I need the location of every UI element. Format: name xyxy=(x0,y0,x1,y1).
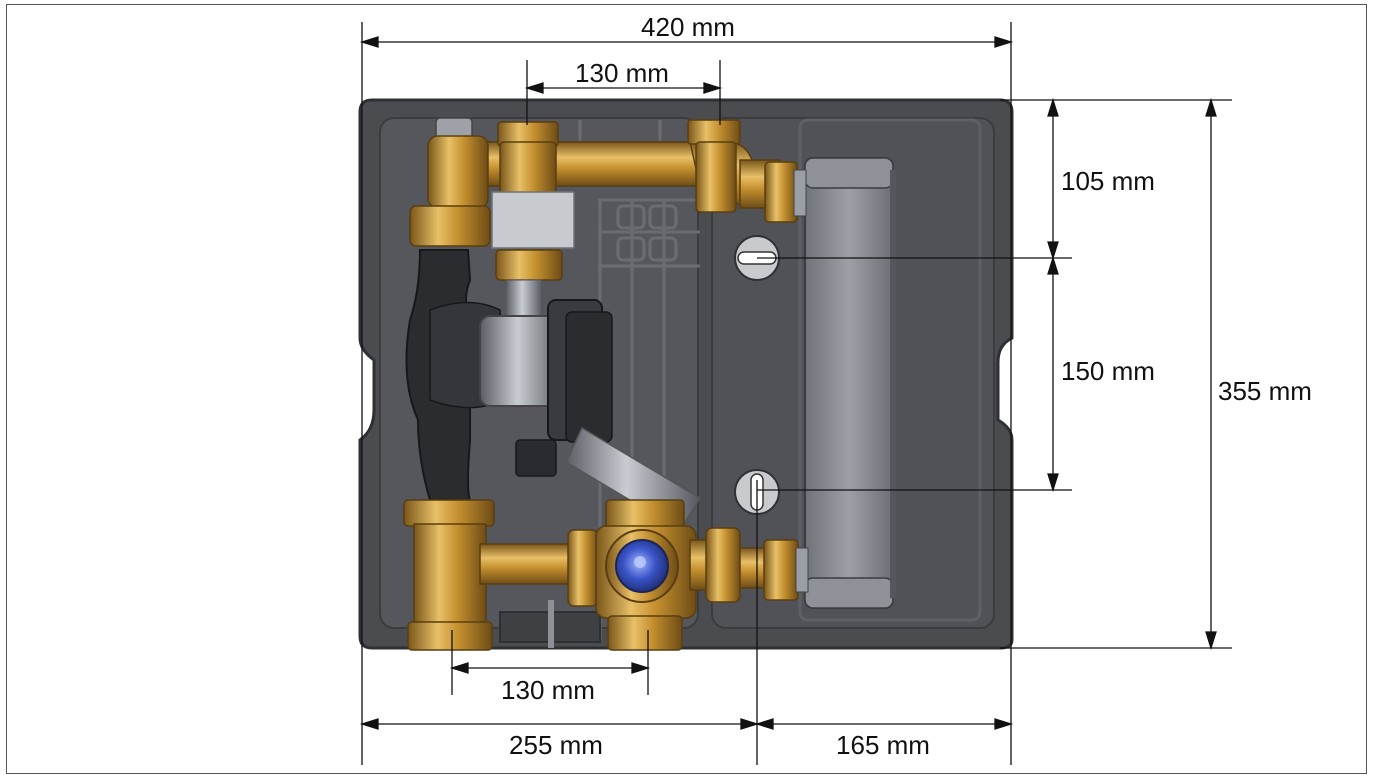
mount-to-right-label: 165 mm xyxy=(836,730,930,760)
total-width-label: 420 mm xyxy=(641,12,735,42)
left-to-mount-label: 255 mm xyxy=(509,730,603,760)
top-to-mount-label: 105 mm xyxy=(1061,166,1155,196)
heat-exchanger xyxy=(804,157,896,609)
bottom-spacing-label: 130 mm xyxy=(501,675,595,705)
mount-spacing-label: 150 mm xyxy=(1061,356,1155,386)
total-height-label: 355 mm xyxy=(1218,376,1312,406)
circulation-pump xyxy=(405,249,613,501)
top-spacing-label: 130 mm xyxy=(575,58,669,88)
upper-supply-pipe xyxy=(409,117,807,321)
lower-return-pipe xyxy=(403,499,809,651)
dimension-lines xyxy=(359,22,1232,765)
